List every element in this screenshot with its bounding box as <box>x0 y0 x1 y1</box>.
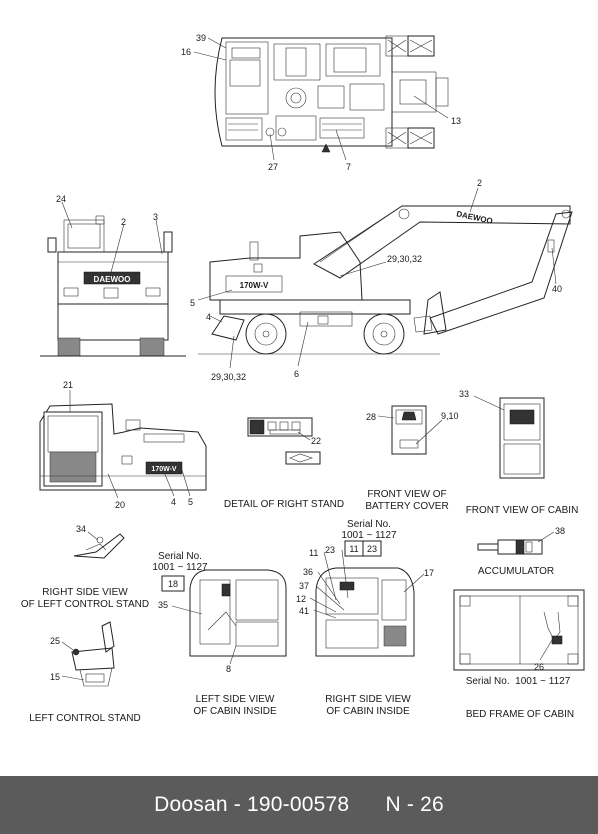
caption-cabin-left-2: OF CABIN INSIDE <box>193 706 277 717</box>
callout-8: 8 <box>226 664 231 674</box>
caption-right-side-view-2: OF LEFT CONTROL STAND <box>21 599 149 610</box>
callout-18: 18 <box>168 579 178 589</box>
callout-3: 3 <box>153 212 158 222</box>
callout-4b: 4 <box>171 497 176 507</box>
callout-23b: 23 <box>367 544 377 554</box>
brand-plate-boom: DAEWOO <box>456 209 494 225</box>
model-plate-cabin: 170W-V <box>151 466 176 473</box>
control-stand-seat-drawing <box>71 621 115 687</box>
cabin-right-inside-drawing <box>315 567 415 657</box>
bed-frame-drawing <box>453 589 585 671</box>
page-footer: Doosan - 190-00578 N - 26 <box>0 776 598 834</box>
side-view-drawing <box>198 205 573 355</box>
serial-left-range: 1001 ~ 1127 <box>152 562 208 573</box>
footer-brand: Doosan <box>154 793 228 816</box>
cabin-side-drawing <box>39 403 207 491</box>
callout-12: 12 <box>296 594 306 604</box>
serial-right-range: 1001 ~ 1127 <box>341 530 397 541</box>
serial-right-label: Serial No. <box>347 519 391 530</box>
rear-view-drawing <box>40 215 186 357</box>
callout-numbers: 39 16 13 27 7 24 2 3 2 40 29,30,32 5 4 2… <box>50 33 565 682</box>
boxed-callouts: 18 11 23 <box>161 540 382 592</box>
serial-left-label: Serial No. <box>158 551 202 562</box>
caption-battery-cover-1: FRONT VIEW OF <box>367 489 446 500</box>
callout-2a: 2 <box>121 217 126 227</box>
cabin-left-inside-drawing <box>189 569 287 657</box>
callout-25: 25 <box>50 636 60 646</box>
callout-2b: 2 <box>477 178 482 188</box>
callout-36: 36 <box>303 567 313 577</box>
callout-13: 13 <box>451 116 461 126</box>
model-plate-side: 170W-V <box>240 281 269 290</box>
right-stand-detail-drawing <box>247 417 321 465</box>
footer-separator: - <box>227 793 247 816</box>
callout-6: 6 <box>294 369 299 379</box>
callout-15: 15 <box>50 672 60 682</box>
footer-page-number: N - 26 <box>385 793 444 816</box>
caption-accumulator: ACCUMULATOR <box>478 566 554 577</box>
caption-cabin-left-1: LEFT SIDE VIEW <box>196 694 275 705</box>
footer-gap <box>349 793 385 817</box>
callout-40: 40 <box>552 284 562 294</box>
callout-20: 20 <box>115 500 125 510</box>
serial-labels: Serial No. 1001 ~ 1127 Serial No. 1001 ~… <box>152 519 570 687</box>
caption-right-side-view-1: RIGHT SIDE VIEW <box>42 587 128 598</box>
callout-24: 24 <box>56 194 66 204</box>
leader-lines <box>61 37 557 681</box>
caption-cabin-right-1: RIGHT SIDE VIEW <box>325 694 411 705</box>
callout-23a: 23 <box>325 545 335 555</box>
serial-bed-frame: Serial No. 1001 ~ 1127 <box>466 676 571 687</box>
callout-17: 17 <box>424 568 434 578</box>
callout-27: 27 <box>268 162 278 172</box>
caption-right-stand-detail: DETAIL OF RIGHT STAND <box>224 499 344 510</box>
top-view-drawing <box>214 35 449 153</box>
callout-38: 38 <box>555 526 565 536</box>
callout-4a: 4 <box>206 312 211 322</box>
caption-cabin-right-2: OF CABIN INSIDE <box>326 706 410 717</box>
callout-37: 37 <box>299 581 309 591</box>
callout-9-10: 9,10 <box>441 411 459 421</box>
caption-bed-frame: BED FRAME OF CABIN <box>466 709 574 720</box>
accumulator-drawing <box>477 539 543 555</box>
caption-left-control-stand: LEFT CONTROL STAND <box>29 713 141 724</box>
caption-battery-cover-2: BATTERY COVER <box>365 501 448 512</box>
callout-33: 33 <box>459 389 469 399</box>
callout-29-30-32-b: 29,30,32 <box>211 372 246 382</box>
cabin-front-drawing <box>499 397 545 479</box>
callout-26: 26 <box>534 662 544 672</box>
view-captions: DETAIL OF RIGHT STAND FRONT VIEW OF BATT… <box>21 489 578 724</box>
brand-plate-rear: DAEWOO <box>94 275 131 284</box>
callout-28: 28 <box>366 412 376 422</box>
control-stand-side-drawing <box>73 533 125 559</box>
callout-11b: 11 <box>349 544 358 554</box>
callout-34: 34 <box>76 524 86 534</box>
callout-29-30-32-a: 29,30,32 <box>387 254 422 264</box>
callout-22: 22 <box>311 436 321 446</box>
callout-5a: 5 <box>190 298 195 308</box>
parts-label-diagram: DAEWOO DAEWOO 170W-V 170W-V 39 16 13 27 … <box>21 33 585 724</box>
callout-41: 41 <box>299 606 309 616</box>
callout-11a: 11 <box>309 548 318 558</box>
footer-part-number: 190-00578 <box>247 793 350 816</box>
callout-21: 21 <box>63 380 73 390</box>
battery-cover-drawing <box>391 405 427 455</box>
callout-16: 16 <box>181 47 191 57</box>
caption-cabin-front: FRONT VIEW OF CABIN <box>466 505 579 516</box>
callout-35: 35 <box>158 600 168 610</box>
callout-7: 7 <box>346 162 351 172</box>
callout-5b: 5 <box>188 497 193 507</box>
callout-39: 39 <box>196 33 206 43</box>
